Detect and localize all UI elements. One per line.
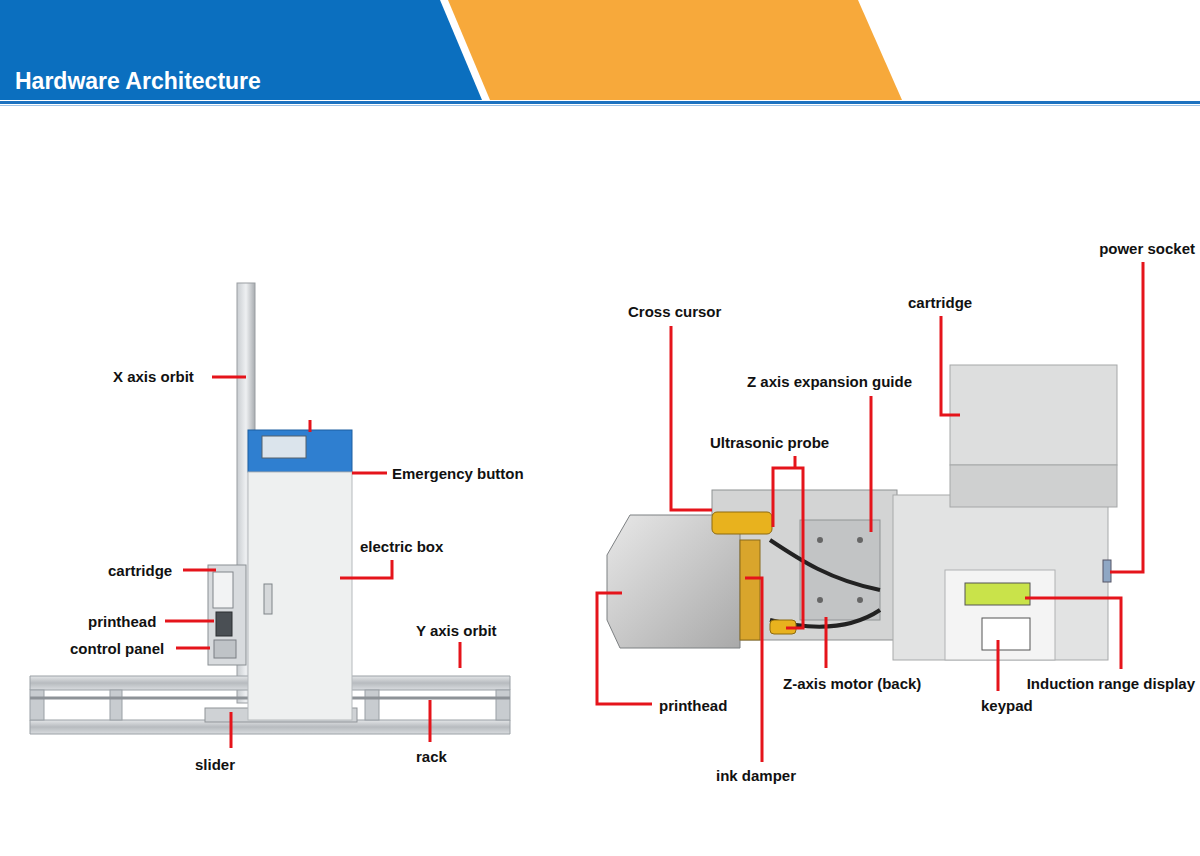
box-top xyxy=(248,430,352,472)
leader-line xyxy=(459,642,462,668)
header-rule xyxy=(0,105,1200,106)
leader-line xyxy=(340,560,392,578)
carriage xyxy=(208,565,246,665)
leader-line xyxy=(941,316,960,415)
part-label: cartridge xyxy=(908,294,972,311)
leader-line xyxy=(352,472,387,475)
leader-line xyxy=(1025,598,1121,669)
frame-post xyxy=(496,690,510,720)
ink-damper xyxy=(740,540,760,640)
control-panel xyxy=(214,640,236,658)
leader-line xyxy=(794,456,797,468)
leader-line xyxy=(165,620,214,623)
part-label: cartridge xyxy=(108,562,172,579)
printhead xyxy=(216,612,232,636)
screw xyxy=(857,597,863,603)
leader-line xyxy=(870,396,873,532)
leader-line xyxy=(773,468,803,628)
leader-line xyxy=(597,593,652,704)
leader-line xyxy=(230,712,233,748)
header-band xyxy=(448,0,902,100)
part-label: printhead xyxy=(659,697,727,714)
part-label: printhead xyxy=(88,613,156,630)
part-label: Z axis expansion guide xyxy=(747,373,912,390)
part-label: Z-axis motor (back) xyxy=(783,675,921,692)
header-rule xyxy=(0,101,1200,104)
screw xyxy=(817,597,823,603)
part-label: rack xyxy=(416,748,447,765)
leader-line xyxy=(671,326,712,510)
frame-post xyxy=(365,690,379,720)
power-socket xyxy=(1103,560,1111,582)
leader-line xyxy=(825,617,828,668)
part-label: electric box xyxy=(360,538,443,555)
part-label: control panel xyxy=(70,640,164,657)
electric-box xyxy=(248,472,352,720)
ultrasonic-probe xyxy=(712,512,772,534)
header-band xyxy=(0,0,482,100)
part-label: Emergency button xyxy=(392,465,524,482)
page-title: Hardware Architecture xyxy=(15,68,261,95)
print-head-unit xyxy=(607,365,1117,660)
cable xyxy=(770,540,880,590)
keypad xyxy=(982,618,1030,650)
part-label: Ultrasonic probe xyxy=(710,434,829,451)
leader-line xyxy=(997,640,1000,691)
leader-line xyxy=(1110,262,1143,572)
range-display xyxy=(965,583,1030,605)
printhead-box xyxy=(607,515,740,648)
cartridge-block xyxy=(950,365,1117,465)
leader-lines xyxy=(165,262,1143,762)
part-label: power socket xyxy=(1099,240,1195,257)
leader-line xyxy=(183,569,216,572)
frame-post xyxy=(110,690,122,720)
screw xyxy=(817,537,823,543)
leader-line xyxy=(176,647,210,650)
part-label: slider xyxy=(195,756,235,773)
cartridge-block xyxy=(950,465,1117,507)
control-body xyxy=(893,495,1108,660)
wall-printer xyxy=(30,283,510,734)
part-label: X axis orbit xyxy=(113,368,194,385)
leader-line xyxy=(429,700,432,742)
part-label: ink damper xyxy=(716,767,796,784)
part-label: Cross cursor xyxy=(628,303,721,320)
screw xyxy=(857,537,863,543)
cartridge xyxy=(213,572,233,608)
z-slide xyxy=(800,520,880,620)
door-handle xyxy=(264,584,272,614)
leader-line xyxy=(212,376,246,379)
leader-line xyxy=(745,578,762,762)
leader-line xyxy=(309,420,312,432)
part-label: Y axis orbit xyxy=(416,622,497,639)
part-label: keypad xyxy=(981,697,1033,714)
frame-post xyxy=(30,690,44,720)
panel-plate xyxy=(945,570,1055,660)
touch-screen xyxy=(262,436,306,458)
part-label: Induction range display xyxy=(1027,675,1195,692)
